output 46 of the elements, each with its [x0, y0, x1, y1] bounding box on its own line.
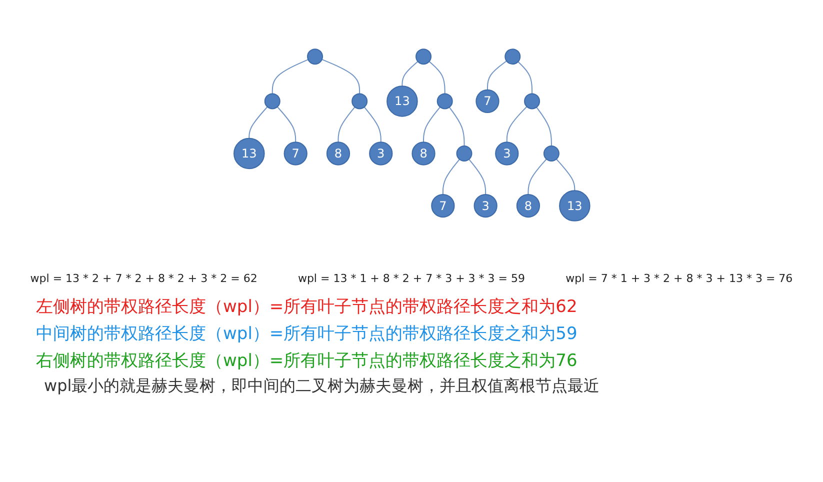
- node-circle: 7: [475, 89, 499, 114]
- node-circle: 7: [430, 194, 454, 218]
- connector: [506, 106, 527, 143]
- connector: [527, 158, 547, 195]
- node-circle: 13: [386, 86, 418, 117]
- formula-text: wpl = 7 * 1 + 3 * 2 + 8 * 3 + 13 * 3 = 76: [566, 272, 793, 285]
- connector: [248, 106, 268, 139]
- node-circle: [351, 93, 368, 110]
- node-circle: [264, 93, 280, 110]
- connector: [321, 58, 360, 94]
- node-circle: 3: [368, 142, 392, 166]
- formula-text: wpl = 13 * 2 + 7 * 2 + 8 * 2 + 3 * 2 = 62: [30, 272, 258, 285]
- node-circle: [524, 93, 540, 110]
- connector: [486, 60, 507, 90]
- connector: [442, 158, 460, 195]
- node-circle: 13: [558, 190, 590, 222]
- node-circle: 7: [283, 142, 308, 166]
- node-circle: 3: [473, 194, 497, 218]
- note-text: 右侧树的带权路径长度（wpl）=所有叶子节点的带权路径长度之和为76: [36, 350, 578, 372]
- node-circle: 13: [233, 138, 264, 170]
- connector: [448, 106, 464, 146]
- connector: [468, 158, 486, 195]
- note-text: 左侧树的带权路径长度（wpl）=所有叶子节点的带权路径长度之和为62: [36, 296, 578, 318]
- connector: [556, 158, 575, 192]
- node-circle: 8: [516, 194, 540, 218]
- node-circle: [543, 146, 560, 162]
- connector: [422, 106, 440, 143]
- connector: [337, 106, 355, 143]
- node-circle: 8: [411, 142, 435, 166]
- node-circle: [436, 93, 452, 110]
- node-circle: [415, 48, 432, 65]
- node-circle: 8: [326, 142, 350, 166]
- connector: [428, 61, 445, 94]
- connector: [401, 61, 418, 87]
- node-circle: 3: [494, 142, 518, 166]
- note-text: 中间树的带权路径长度（wpl）=所有叶子节点的带权路径长度之和为59: [36, 323, 578, 345]
- node-circle: [306, 48, 323, 65]
- connector: [536, 106, 552, 146]
- node-circle: [456, 146, 472, 162]
- connector: [363, 106, 381, 143]
- connector: [517, 61, 532, 94]
- node-circle: [504, 48, 520, 65]
- connector: [276, 106, 296, 143]
- connector: [271, 59, 308, 94]
- note-text: wpl最小的就是赫夫曼树，即中间的二叉树为赫夫曼树，并且权值离根节点最近: [44, 376, 601, 397]
- formula-text: wpl = 13 * 1 + 8 * 2 + 7 * 3 + 3 * 3 = 59: [298, 272, 525, 285]
